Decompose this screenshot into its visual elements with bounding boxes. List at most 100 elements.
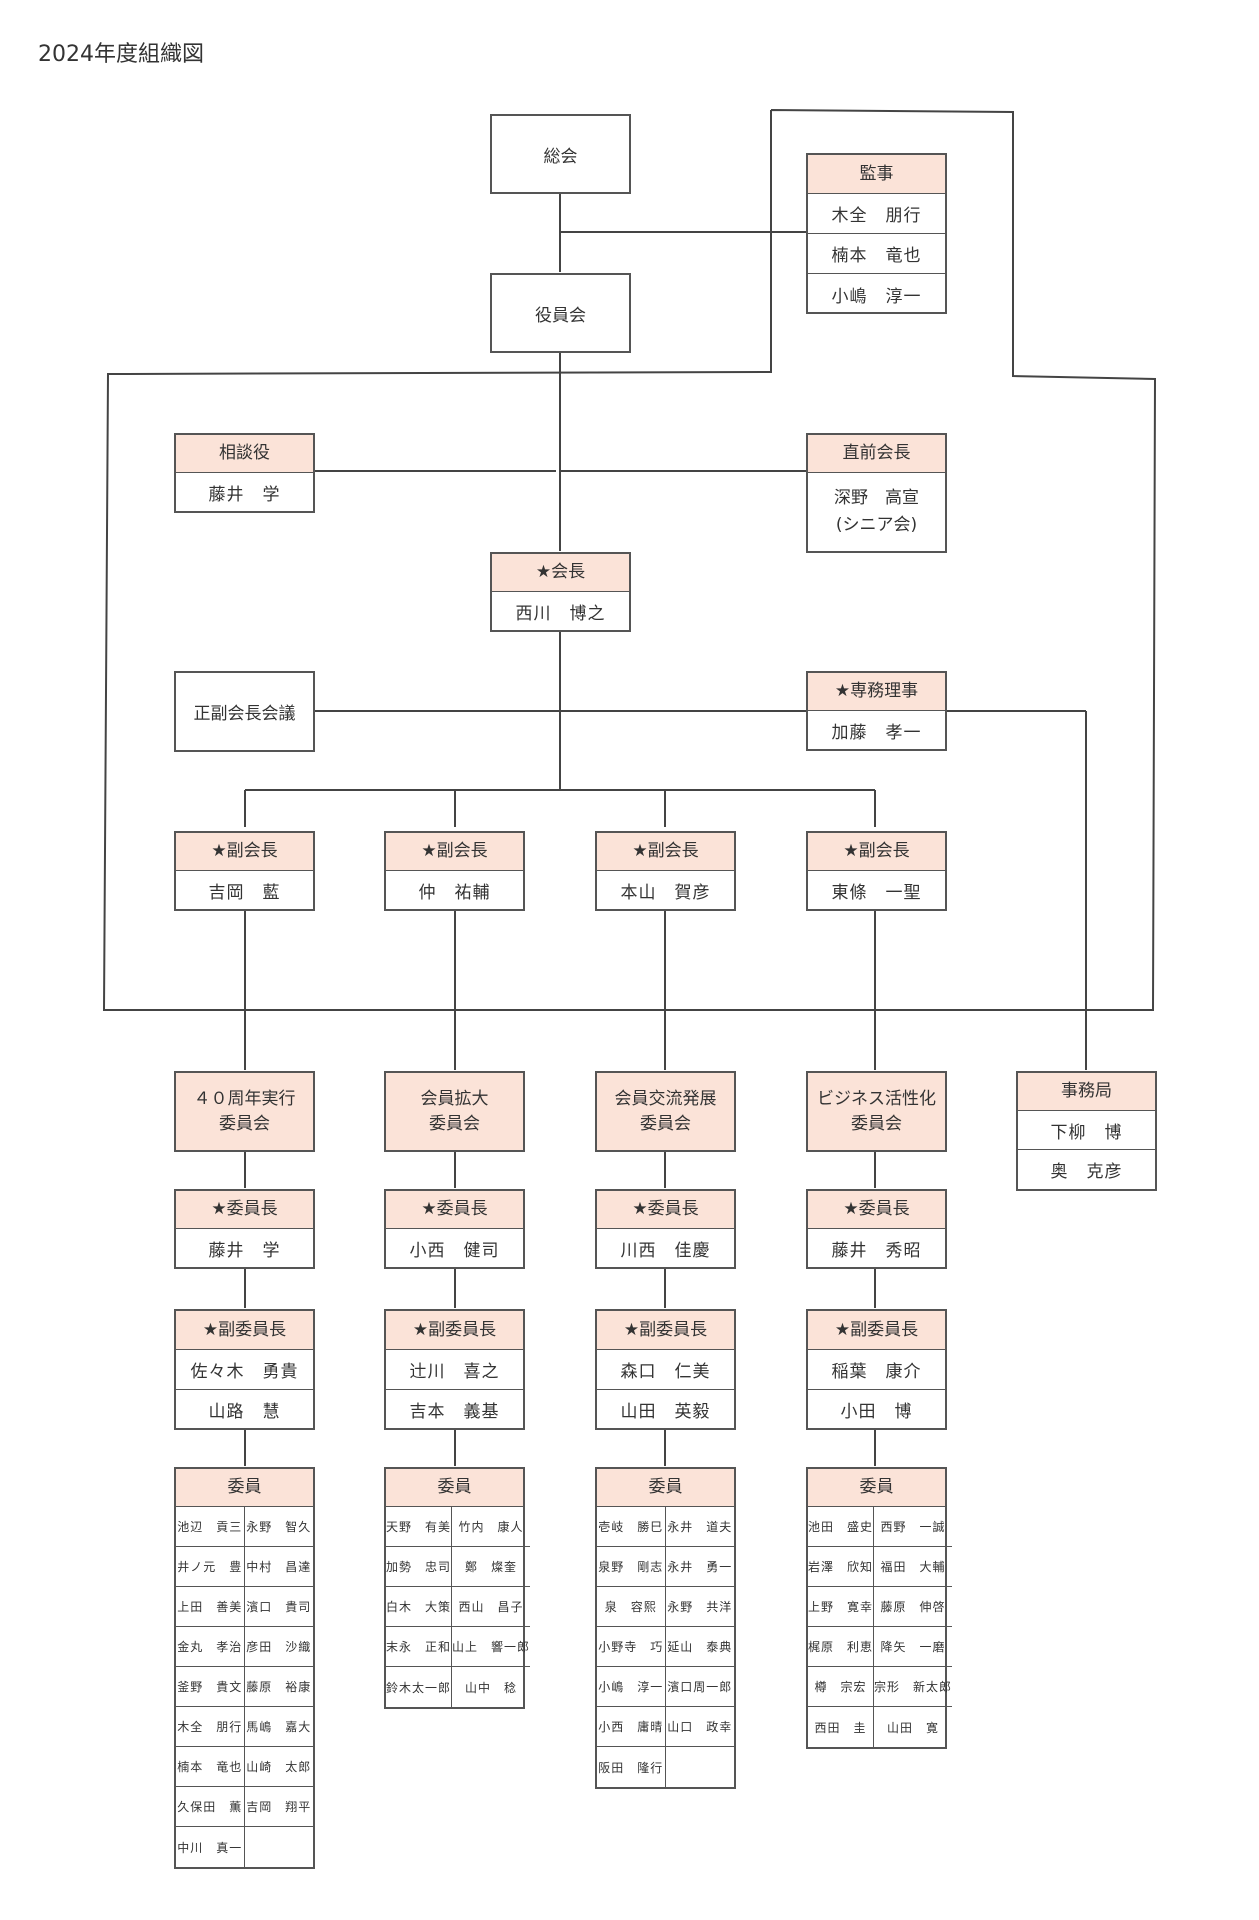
committee-member-cell: 金丸 孝治 (176, 1627, 245, 1667)
vice-president-header: ★副会長 (597, 833, 734, 871)
committee-members-header: 委員 (597, 1469, 734, 1507)
committee-vice-chair-header: ★副委員長 (386, 1311, 523, 1350)
committee-member-cell (666, 1747, 735, 1787)
committee-member-cell: 濱口周一郎 (665, 1667, 734, 1707)
committee-members-header: 委員 (386, 1469, 523, 1507)
committee-member-cell: 加勢 忠司 (386, 1547, 453, 1587)
committee-member-cell: 鄭 燦奎 (452, 1547, 531, 1587)
committee-member-cell: 山田 寛 (887, 1720, 940, 1735)
committee-members-box: 委員 池辺 貢三永野 智久井ノ元 豊中村 昌達上田 善美濱口 貴司金丸 孝治彦田… (174, 1467, 315, 1869)
vice-president-name: 本山 賀彦 (620, 882, 711, 903)
advisor-box: 相談役 藤井 学 (174, 433, 315, 513)
committee-member-cell: 鈴木太一郎 (386, 1667, 453, 1707)
vice-president-header: ★副会長 (176, 833, 313, 871)
committee-name-box: 会員拡大 委員会 (384, 1071, 525, 1152)
vice-president-box: ★副会長 本山 賀彦 (595, 831, 736, 911)
committee-vice-chair-name: 森口 仁美 (597, 1350, 734, 1390)
president-box: ★会長 西川 博之 (490, 552, 631, 632)
committee-chair-header: ★委員長 (176, 1191, 313, 1229)
committee-members-grid: 天野 有美竹内 康人加勢 忠司鄭 燦奎白木 大策西山 昌子末永 正和山上 響一郎… (386, 1507, 531, 1707)
committee-chair-box: ★委員長 藤井 学 (174, 1189, 315, 1269)
committee-member-cell: 小西 庸晴 (597, 1707, 666, 1747)
secretariat-member: 下柳 博 (1018, 1111, 1155, 1150)
advisor-member: 藤井 学 (208, 484, 281, 505)
committee-members-box: 委員 池田 盛史西野 一誠岩澤 欣知福田 大輔上野 寛幸藤原 伸啓梶原 利恵降矢… (806, 1467, 953, 1749)
committee-member-cell: 山上 響一郎 (452, 1627, 531, 1667)
board-box: 役員会 (490, 273, 631, 353)
general-assembly-box: 総会 (490, 114, 631, 194)
auditor-box: 監事 木全 朋行 楠本 竜也 小嶋 淳一 (806, 153, 947, 314)
committee-name-box: 会員交流発展 委員会 (595, 1071, 736, 1152)
committee-vice-chair-name: 稲葉 康介 (808, 1350, 945, 1390)
vice-president-name: 仲 祐輔 (418, 882, 491, 903)
committee-member-cell: 中川 真一 (176, 1827, 245, 1867)
committee-member-cell: 釜野 貴文 (176, 1667, 245, 1707)
committee-member-cell: 濱口 貴司 (244, 1587, 313, 1627)
secretary-general-name: 加藤 孝一 (831, 722, 922, 743)
vice-president-header: ★副会長 (808, 833, 945, 871)
vice-president-box: ★副会長 吉岡 藍 (174, 831, 315, 911)
committee-member-cell: 西山 昌子 (452, 1587, 531, 1627)
secretary-general-box: ★専務理事 加藤 孝一 (806, 671, 947, 751)
committee-member-cell: 楠本 竜也 (176, 1747, 245, 1787)
page-title: 2024年度組織図 (38, 42, 204, 67)
committee-member-cell: 池田 盛史 (808, 1507, 875, 1547)
committee-vice-chair-header: ★副委員長 (808, 1311, 945, 1350)
committee-name-line2: 委員会 (219, 1113, 270, 1134)
committee-member-cell: 岩澤 欣知 (808, 1547, 875, 1587)
committee-member-cell: 白木 大策 (386, 1587, 453, 1627)
committee-members-header: 委員 (176, 1469, 313, 1507)
committee-members-grid: 池辺 貢三永野 智久井ノ元 豊中村 昌達上田 善美濱口 貴司金丸 孝治彦田 沙織… (176, 1507, 313, 1867)
committee-member-cell: 山中 稔 (465, 1680, 518, 1695)
committee-member-cell: 吉岡 翔平 (244, 1787, 313, 1827)
committee-member-cell: 西野 一誠 (874, 1507, 953, 1547)
committee-member-cell: 藤原 裕康 (244, 1667, 313, 1707)
advisor-header: 相談役 (176, 435, 313, 473)
committee-member-cell: 泉野 剛志 (597, 1547, 666, 1587)
committee-vice-chair-name: 山田 英毅 (620, 1401, 711, 1422)
committee-member-cell: 梶原 利恵 (808, 1627, 875, 1667)
committee-chair-name: 藤井 秀昭 (831, 1240, 922, 1261)
committee-members-grid: 壱岐 勝巳永井 道夫泉野 剛志永井 勇一泉 容熙永野 共洋小野寺 巧延山 泰典小… (597, 1507, 734, 1787)
vice-president-name: 吉岡 藍 (208, 882, 281, 903)
committee-chair-header: ★委員長 (386, 1191, 523, 1229)
committee-vice-chair-name: 吉本 義基 (409, 1401, 500, 1422)
vice-council-box: 正副会長会議 (174, 671, 315, 752)
committee-member-cell: 彦田 沙織 (244, 1627, 313, 1667)
committee-members-box: 委員 天野 有美竹内 康人加勢 忠司鄭 燦奎白木 大策西山 昌子末永 正和山上 … (384, 1467, 531, 1709)
committee-member-cell: 上野 寛幸 (808, 1587, 875, 1627)
auditor-header: 監事 (808, 155, 945, 194)
committee-vice-chair-box: ★副委員長 稲葉 康介 小田 博 (806, 1309, 947, 1430)
former-president-note: (シニア会) (835, 515, 918, 535)
committee-member-cell: 小嶋 淳一 (597, 1667, 666, 1707)
committee-member-cell: 永井 道夫 (665, 1507, 734, 1547)
committee-vice-chair-name: 佐々木 勇貴 (176, 1350, 313, 1390)
secretariat-header: 事務局 (1018, 1073, 1155, 1111)
committee-name-line1: 会員交流発展 (614, 1088, 717, 1109)
committee-chair-header: ★委員長 (597, 1191, 734, 1229)
committee-member-cell: 壱岐 勝巳 (597, 1507, 666, 1547)
committee-member-cell: 降矢 一磨 (874, 1627, 953, 1667)
committee-member-cell: 小野寺 巧 (597, 1627, 666, 1667)
secretariat-box: 事務局 下柳 博 奥 克彦 (1016, 1071, 1157, 1191)
committee-member-cell: 山崎 太郎 (244, 1747, 313, 1787)
committee-member-cell: 池辺 貢三 (176, 1507, 245, 1547)
committee-member-cell (245, 1827, 314, 1867)
committee-member-cell: 上田 善美 (176, 1587, 245, 1627)
committee-members-box: 委員 壱岐 勝巳永井 道夫泉野 剛志永井 勇一泉 容熙永野 共洋小野寺 巧延山 … (595, 1467, 736, 1789)
committee-member-cell: 延山 泰典 (665, 1627, 734, 1667)
committee-member-cell: 福田 大輔 (874, 1547, 953, 1587)
committee-members-grid: 池田 盛史西野 一誠岩澤 欣知福田 大輔上野 寛幸藤原 伸啓梶原 利恵降矢 一磨… (808, 1507, 953, 1747)
committee-member-cell: 山口 政幸 (665, 1707, 734, 1747)
committee-vice-chair-box: ★副委員長 森口 仁美 山田 英毅 (595, 1309, 736, 1430)
committee-vice-chair-box: ★副委員長 佐々木 勇貴 山路 慧 (174, 1309, 315, 1430)
committee-name-box: ビジネス活性化 委員会 (806, 1071, 947, 1152)
committee-name-line1: ４０周年実行 (193, 1088, 296, 1109)
committee-vice-chair-name: 小田 博 (840, 1401, 913, 1422)
committee-member-cell: 中村 昌達 (244, 1547, 313, 1587)
committee-chair-name: 小西 健司 (409, 1240, 500, 1261)
committee-member-cell: 永野 共洋 (665, 1587, 734, 1627)
committee-chair-box: ★委員長 川西 佳慶 (595, 1189, 736, 1269)
auditor-member: 小嶋 淳一 (831, 286, 922, 307)
